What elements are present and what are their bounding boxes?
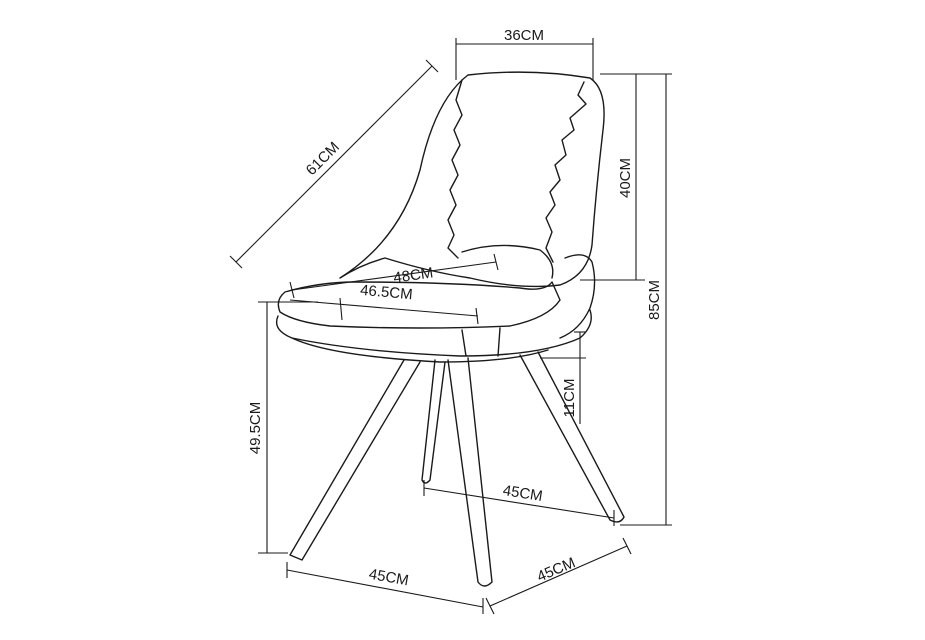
dim-leg-inner-line — [423, 487, 615, 519]
label-leg-span-inner: 45CM — [502, 482, 544, 505]
backrest-left-seam — [447, 79, 463, 259]
dim-diagonal-line — [235, 65, 433, 263]
label-seat-width: 48CM — [392, 264, 434, 286]
dim-seat-depth-tick-1 — [339, 297, 343, 321]
dim-seat-depth-line — [289, 299, 479, 317]
seat-side — [275, 309, 592, 357]
dim-seat-width-tick-right — [493, 253, 499, 271]
dim-seat-width-tick-left — [289, 281, 295, 299]
label-seat-height: 49.5CM — [247, 402, 264, 455]
leg-rear-right — [519, 351, 625, 523]
side-wing — [559, 254, 596, 339]
dim-diagonal-tick-2 — [425, 59, 439, 73]
label-total-height: 85CM — [646, 280, 663, 320]
dim-leg-side-tick-1 — [485, 597, 495, 615]
backrest-outline — [339, 71, 605, 288]
dim-seat-width-line — [291, 261, 497, 291]
seat-top — [277, 281, 561, 329]
label-seat-depth: 46.5CM — [359, 282, 413, 304]
dimension-lines — [229, 38, 672, 615]
label-leg-span-side: 45CM — [535, 554, 578, 585]
leg-rear-left — [421, 359, 446, 484]
label-diagonal-depth: 61CM — [303, 139, 343, 179]
dim-seat-depth-tick-2 — [475, 307, 479, 325]
backrest-inner-curve — [461, 244, 554, 279]
leg-front-left — [289, 359, 421, 561]
leg-front-right — [447, 357, 493, 587]
dimension-labels: 36CM 61CM 40CM 85CM 48CM 46.5CM 11CM 49.… — [247, 27, 663, 589]
dim-leg-side-tick-2 — [622, 537, 632, 555]
swivel-plate — [461, 327, 501, 357]
seat-underside — [291, 337, 549, 363]
dim-diagonal-tick-1 — [229, 255, 243, 269]
label-seat-thickness: 11CM — [561, 379, 578, 418]
backrest-right-seam — [545, 81, 587, 263]
label-back-width: 36CM — [504, 27, 544, 44]
label-back-height: 40CM — [617, 158, 634, 198]
chair-drawing — [275, 71, 625, 587]
label-leg-span-front: 45CM — [368, 566, 410, 590]
dim-leg-side-line — [489, 545, 628, 607]
dim-leg-front-line — [286, 569, 484, 608]
